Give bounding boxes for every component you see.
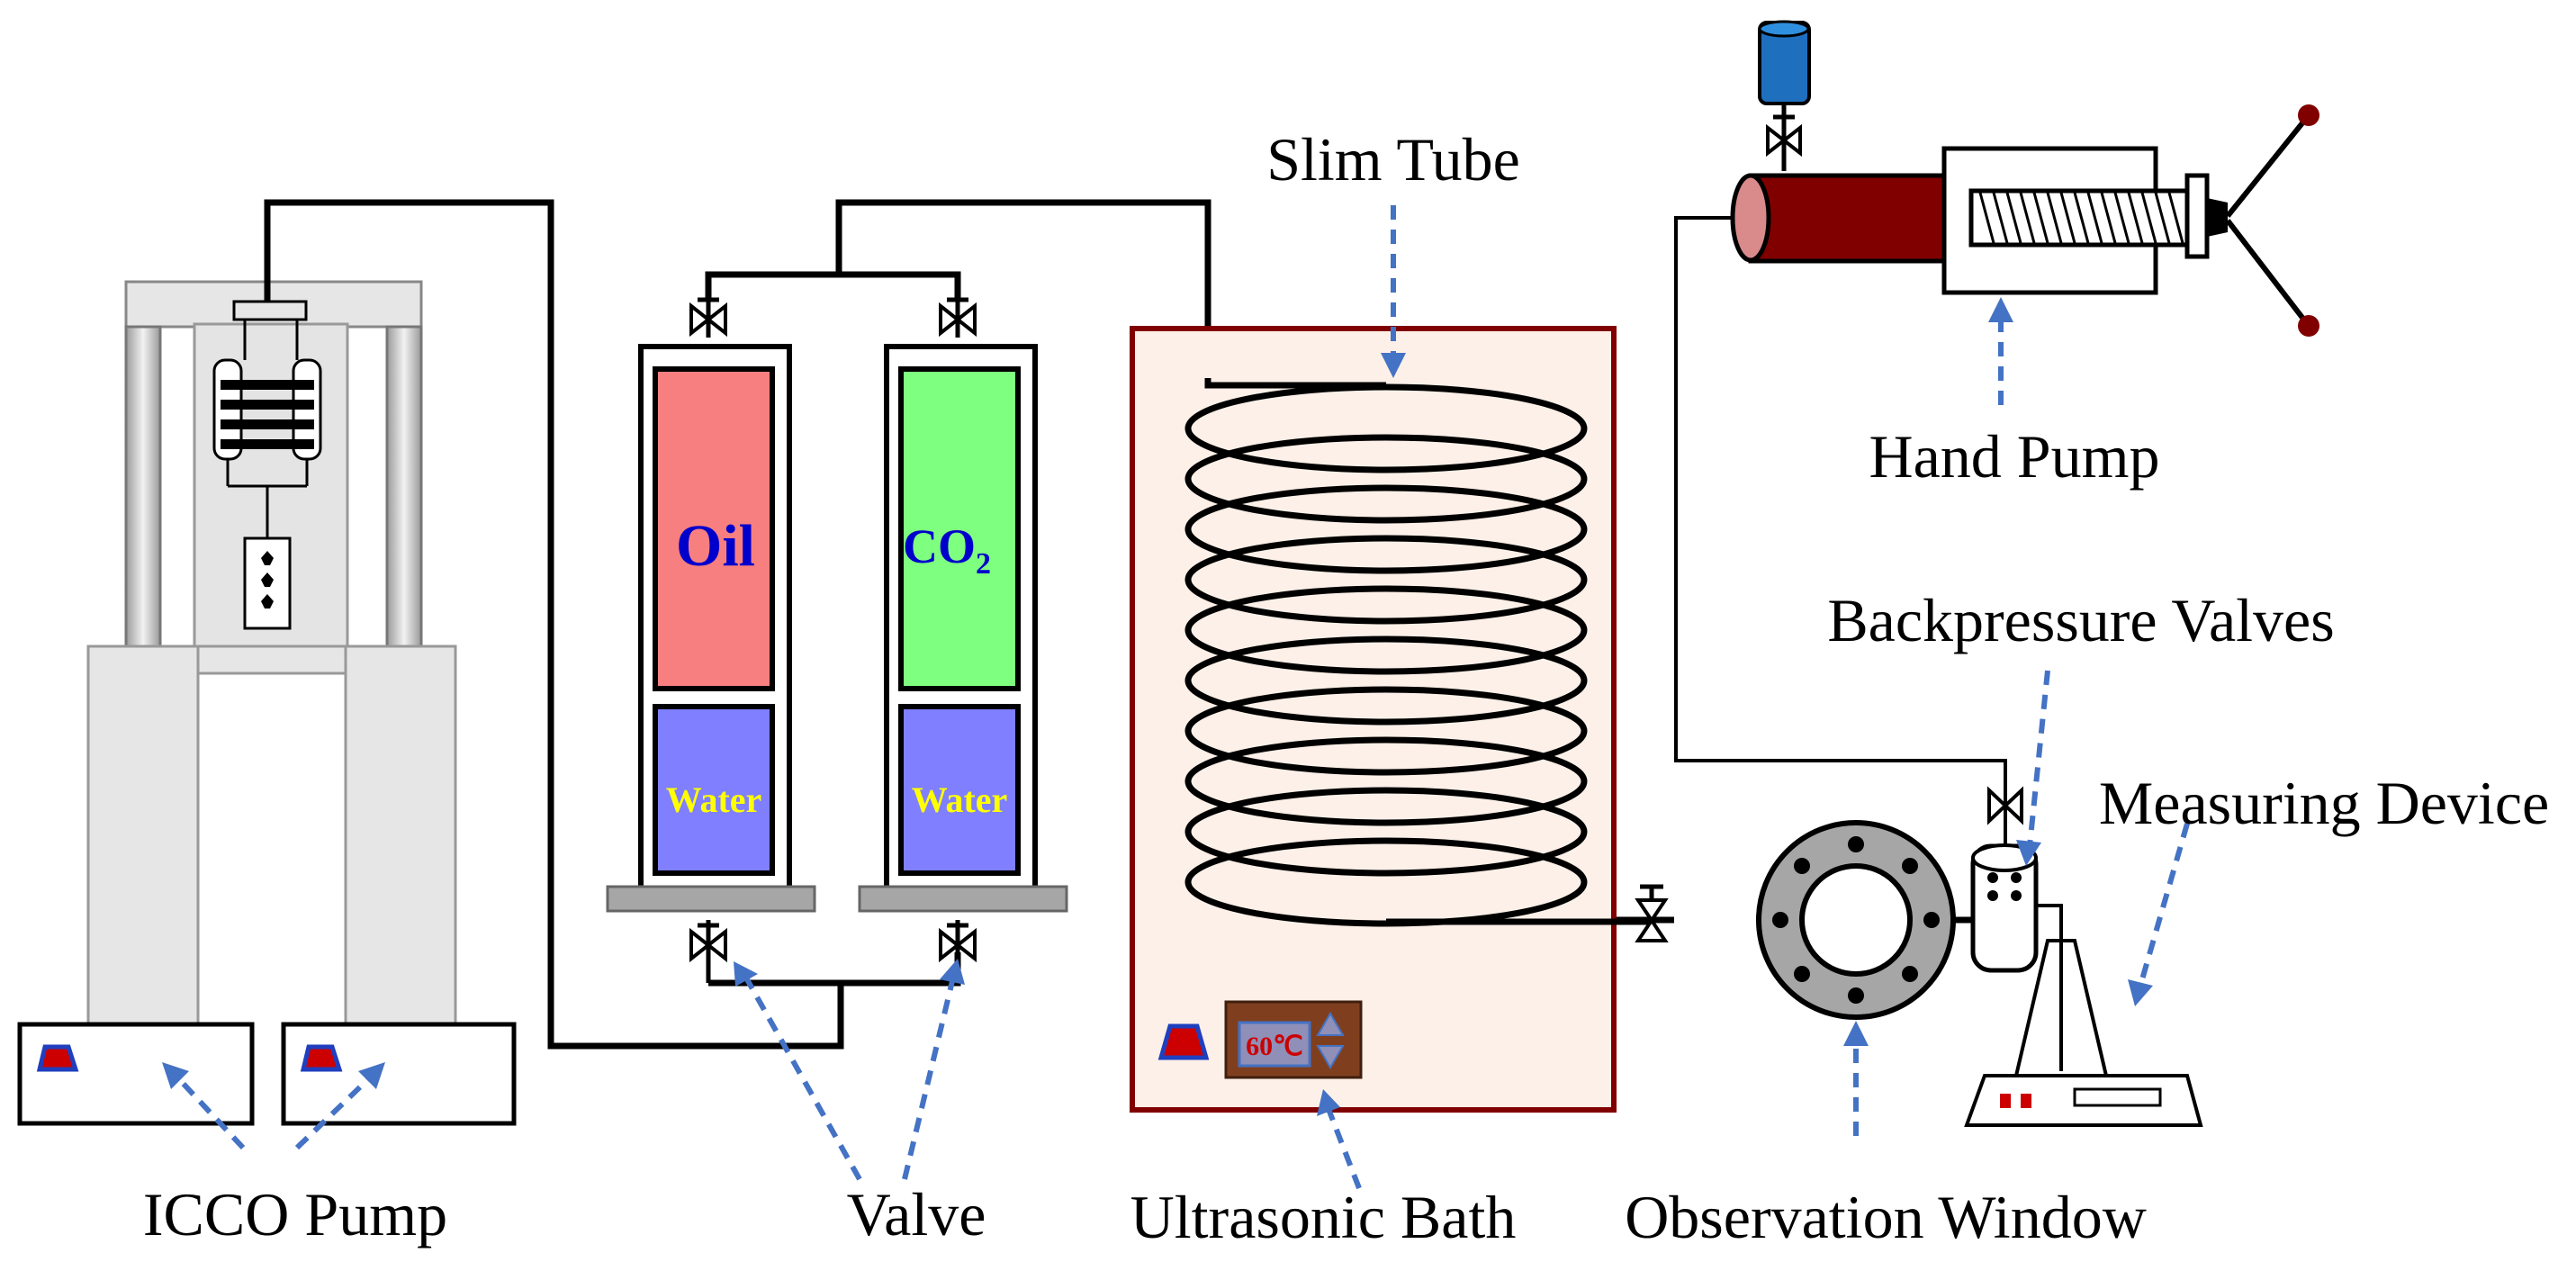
annotation-arrows [162, 205, 2190, 1190]
label-slim-tube: Slim Tube [1266, 125, 1520, 194]
valve-bottom-right [939, 920, 977, 983]
ultrasonic-bath: 60℃ [1130, 326, 1652, 1113]
icco-pump [17, 280, 517, 1126]
outlet-valve [1635, 884, 1669, 942]
label-observation-window: Observation Window [1625, 1183, 2147, 1251]
co2-label: CO2 [903, 519, 991, 581]
water-label-right: Water [912, 780, 1008, 820]
slim-tube-coil [1184, 383, 1588, 927]
label-valve: Valve [847, 1180, 986, 1248]
label-measuring-device: Measuring Device [2099, 769, 2549, 837]
observation-window [1756, 820, 1956, 1020]
hand-pump [1730, 20, 2319, 337]
backpressure-valve [1970, 786, 2039, 973]
valve-top-right [939, 297, 977, 338]
co2-container: CO2 Water [858, 344, 1068, 913]
oil-container: Oil Water [606, 344, 816, 913]
valve-top-left [689, 297, 727, 338]
label-backpressure-valves: Backpressure Valves [1827, 586, 2334, 654]
valve-bottom-left [689, 920, 727, 983]
bath-indicator [1157, 1023, 1210, 1060]
oil-label: Oil [676, 513, 755, 579]
label-icco-pump: ICCO Pump [143, 1180, 447, 1248]
label-hand-pump: Hand Pump [1869, 422, 2160, 491]
label-ultrasonic-bath: Ultrasonic Bath [1130, 1183, 1517, 1251]
bath-temperature: 60℃ [1246, 1032, 1303, 1061]
water-label-left: Water [666, 780, 762, 820]
measuring-device [1964, 939, 2203, 1127]
